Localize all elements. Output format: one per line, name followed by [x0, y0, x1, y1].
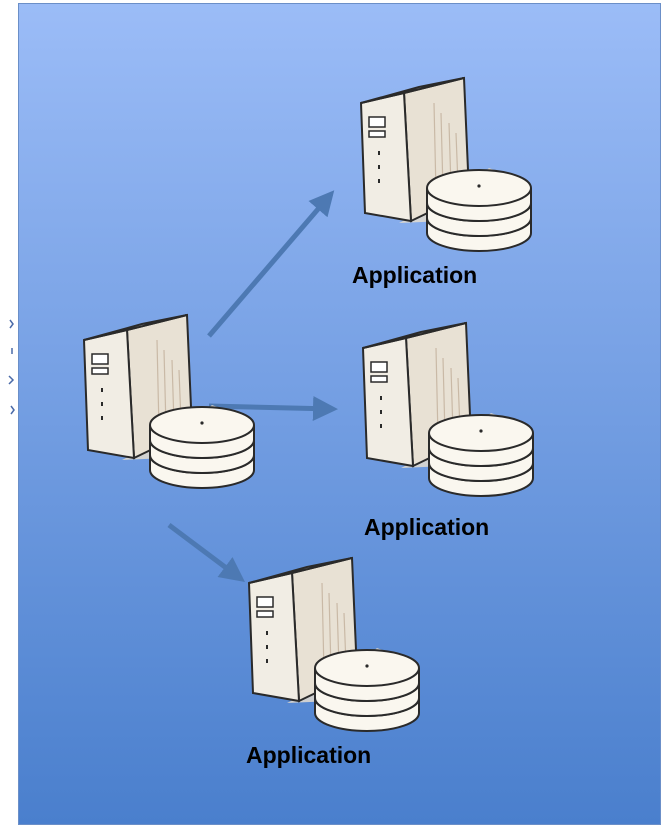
server-icon — [341, 318, 541, 497]
arrow-to-middle-application — [208, 396, 338, 422]
edge-decoration — [8, 319, 15, 415]
source-server-icon — [62, 310, 262, 489]
server-icon — [227, 553, 427, 732]
application-label: Application — [246, 742, 372, 768]
diagram-canvas: Application Application Application — [18, 3, 661, 825]
application-label: Application — [352, 262, 478, 288]
application-label: Application — [364, 514, 490, 540]
server-icon — [339, 73, 539, 252]
arrow-to-top-application — [207, 190, 335, 338]
arrows-layer — [167, 190, 338, 582]
arrow-to-bottom-application — [167, 523, 245, 582]
